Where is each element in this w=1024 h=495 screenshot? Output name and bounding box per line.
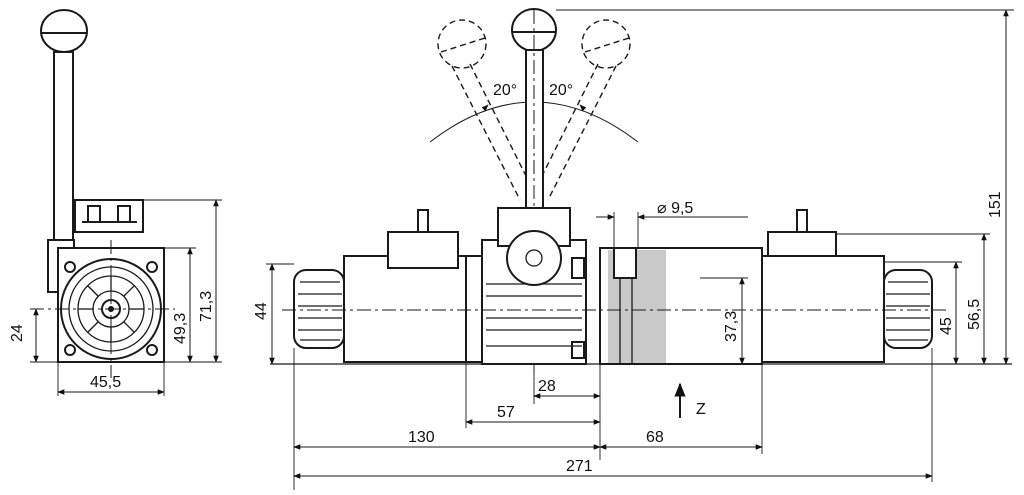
side-dimensions: 45,5 24 49,3 71,3 bbox=[9, 199, 222, 396]
dim-271: 271 bbox=[566, 458, 593, 475]
view-z-label: Z bbox=[696, 401, 706, 418]
dim-57: 57 bbox=[497, 404, 515, 421]
dim-68: 68 bbox=[646, 429, 664, 446]
dim-44: 44 bbox=[253, 302, 270, 320]
dim-49-3: 49,3 bbox=[172, 313, 189, 344]
dim-130: 130 bbox=[408, 429, 435, 446]
dim-37-3: 37,3 bbox=[723, 311, 740, 342]
dim-45-5: 45,5 bbox=[90, 374, 121, 391]
front-view: 20° 20° bbox=[270, 8, 1012, 380]
angle-right-label: 20° bbox=[549, 82, 573, 99]
dim-diameter: ⌀ 9,5 bbox=[657, 200, 693, 217]
dim-151: 151 bbox=[987, 191, 1004, 218]
angle-left-label: 20° bbox=[493, 82, 517, 99]
front-dimensions: ⌀ 9,5 151 44 37,3 45 56,5 28 57 130 bbox=[253, 9, 1014, 490]
side-view bbox=[30, 9, 175, 378]
dim-45: 45 bbox=[938, 317, 955, 335]
dim-28: 28 bbox=[538, 378, 556, 395]
dim-71-3: 71,3 bbox=[198, 291, 215, 322]
dim-56-5: 56,5 bbox=[966, 299, 983, 330]
dim-24: 24 bbox=[9, 324, 26, 342]
